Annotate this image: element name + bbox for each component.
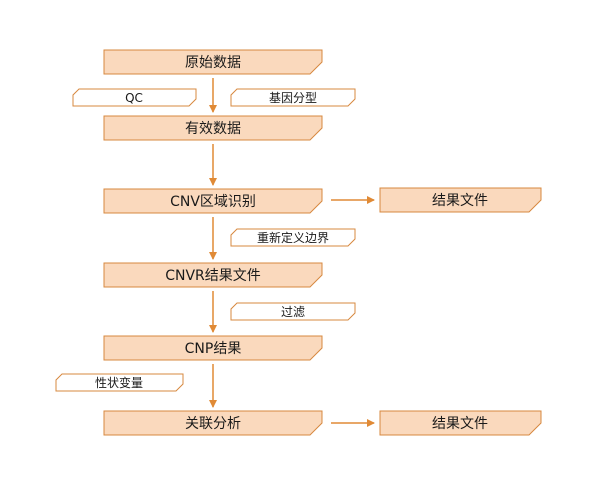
side-output-result-file-2: 结果文件: [379, 410, 542, 436]
main-step-label: CNVR结果文件: [165, 268, 261, 284]
step-label-shape: [230, 88, 356, 107]
main-step-label: 关联分析: [185, 416, 241, 432]
side-output-shape: [379, 410, 542, 436]
main-step-shape: [103, 188, 323, 214]
step-label-qc: QC: [72, 88, 197, 107]
main-step-association-analysis: 关联分析: [103, 410, 323, 436]
main-step-label: 原始数据: [185, 55, 241, 71]
step-label-text: 基因分型: [269, 91, 317, 105]
step-label-text: QC: [125, 91, 143, 105]
step-label-text: 过滤: [281, 305, 305, 319]
side-output-shape: [379, 187, 542, 213]
step-label-redefine-boundary: 重新定义边界: [230, 228, 356, 247]
main-step-raw-data: 原始数据: [103, 49, 323, 75]
step-label-genotyping: 基因分型: [230, 88, 356, 107]
main-step-shape: [103, 335, 323, 361]
main-step-label: 有效数据: [185, 121, 241, 137]
side-output-label: 结果文件: [432, 193, 488, 209]
step-label-shape: [55, 373, 184, 392]
step-label-shape: [230, 228, 356, 247]
main-step-cnvr-result-file: CNVR结果文件: [103, 262, 323, 288]
side-output-label: 结果文件: [432, 416, 488, 432]
side-output-result-file-1: 结果文件: [379, 187, 542, 213]
main-step-cnv-region-detection: CNV区域识别: [103, 188, 323, 214]
main-step-shape: [103, 49, 323, 75]
main-step-label: CNV区域识别: [170, 194, 256, 210]
main-step-valid-data: 有效数据: [103, 115, 323, 141]
main-step-label: CNP结果: [185, 341, 242, 357]
main-step-shape: [103, 115, 323, 141]
step-label-trait-variable: 性状变量: [55, 373, 184, 392]
main-step-cnp-result: CNP结果: [103, 335, 323, 361]
step-label-shape: [230, 302, 356, 321]
main-step-shape: [103, 410, 323, 436]
step-label-text: 重新定义边界: [257, 230, 329, 245]
step-label-shape: [72, 88, 197, 107]
main-step-shape: [103, 262, 323, 288]
step-label-text: 性状变量: [95, 375, 143, 390]
step-label-filter: 过滤: [230, 302, 356, 321]
